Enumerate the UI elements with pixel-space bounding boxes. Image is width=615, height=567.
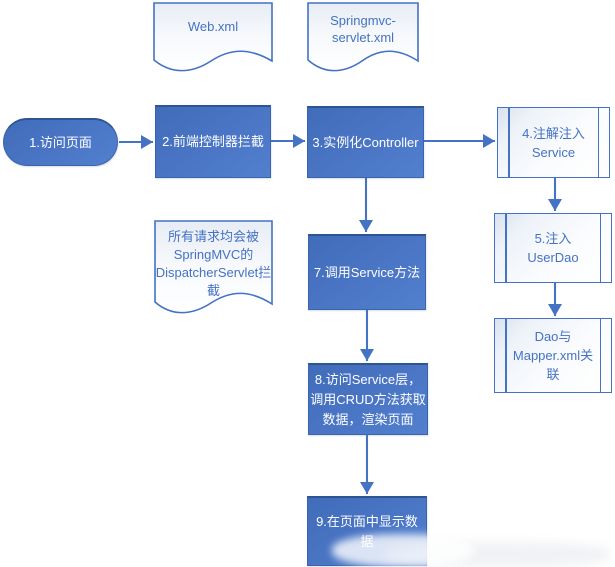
document-shape: [154, 220, 273, 314]
dispatcher-note-label: 所有请求均会被 SpringMVC的 DispatcherServlet拦 截: [155, 229, 272, 298]
node-step3-label: 3.实例化Controller: [312, 134, 419, 150]
node-step4-label: 4.注解注入 Service: [522, 125, 585, 160]
node-step3: 3.实例化Controller: [307, 106, 424, 178]
inner-line-right: [599, 319, 601, 392]
inner-line-right: [599, 214, 601, 282]
node-step7: 7.调用Service方法: [308, 234, 426, 310]
node-step4: 4.注解注入 Service: [497, 107, 610, 178]
node-step2: 2.前端控制器拦截: [155, 105, 271, 178]
document-shape: [307, 2, 419, 72]
node-step8: 8.访问Service层， 调用CRUD方法获取 数据，渲染页面: [308, 363, 428, 435]
node-step8-label: 8.访问Service层， 调用CRUD方法获取 数据，渲染页面: [310, 371, 426, 427]
web-xml-document: Web.xml: [153, 2, 273, 78]
web-xml-label: Web.xml: [187, 19, 239, 34]
node-dao-mapper: Dao与 Mapper.xml关 联: [494, 318, 612, 393]
inner-line-right: [597, 108, 599, 177]
node-step5-label: 5.注入 UserDao: [527, 231, 579, 265]
inner-line-left: [505, 319, 507, 392]
node-step2-label: 2.前端控制器拦截: [162, 134, 264, 149]
dispatcher-note-document: 所有请求均会被 SpringMVC的 DispatcherServlet拦 截: [154, 220, 273, 328]
inner-line-left: [505, 214, 507, 282]
document-shape: [153, 2, 273, 72]
watermark-smudge: [332, 534, 474, 567]
inner-line-left: [508, 108, 510, 177]
node-start-label: 1.访问页面: [29, 134, 92, 150]
springmvc-servlet-xml-label: Springmvc- servlet.xml: [330, 13, 396, 45]
springmvc-servlet-xml-document: Springmvc- servlet.xml: [307, 2, 419, 78]
node-dao-mapper-label: Dao与 Mapper.xml关 联: [512, 329, 594, 382]
node-start: 1.访问页面: [3, 118, 118, 166]
node-step5: 5.注入 UserDao: [494, 213, 612, 283]
node-step7-label: 7.调用Service方法: [313, 264, 421, 280]
